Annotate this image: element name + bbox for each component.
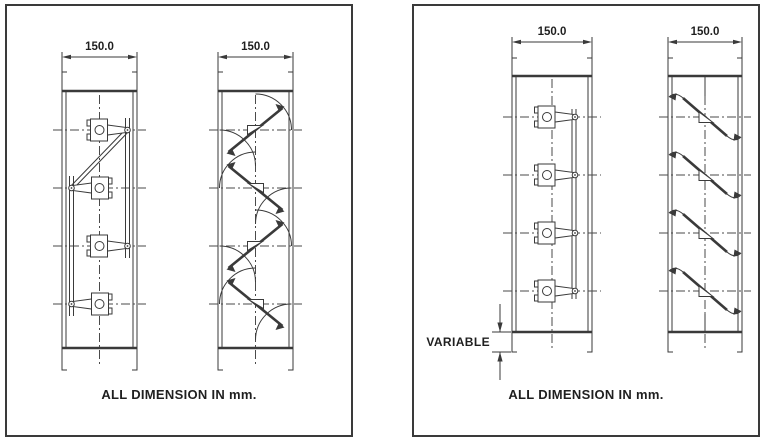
panel-opposed-damper: 150.0 150.0 (5, 4, 353, 437)
parallel-damper-drawing: 150.0 VARIABLE 150.0 (426, 26, 751, 380)
width-dimension-label: 150.0 (538, 26, 567, 38)
drawing-parallel-linkage: 150.0 VARIABLE (426, 26, 601, 380)
panel-parallel-damper: 150.0 VARIABLE 150.0 (412, 4, 760, 437)
drawing-parallel-blades: 150.0 (659, 26, 751, 353)
caption: ALL DIMENSION IN mm. (508, 387, 664, 402)
width-dimension-label: 150.0 (241, 41, 270, 53)
variable-dimension-label: VARIABLE (426, 335, 490, 349)
drawing-opposed-linkage: 150.0 (53, 41, 146, 371)
width-dimension-label: 150.0 (85, 41, 114, 53)
drawing-opposed-blades: 150.0 (209, 41, 302, 371)
opposed-damper-drawing: 150.0 150.0 (53, 41, 302, 371)
caption: ALL DIMENSION IN mm. (101, 387, 257, 402)
width-dimension-label: 150.0 (691, 26, 720, 38)
